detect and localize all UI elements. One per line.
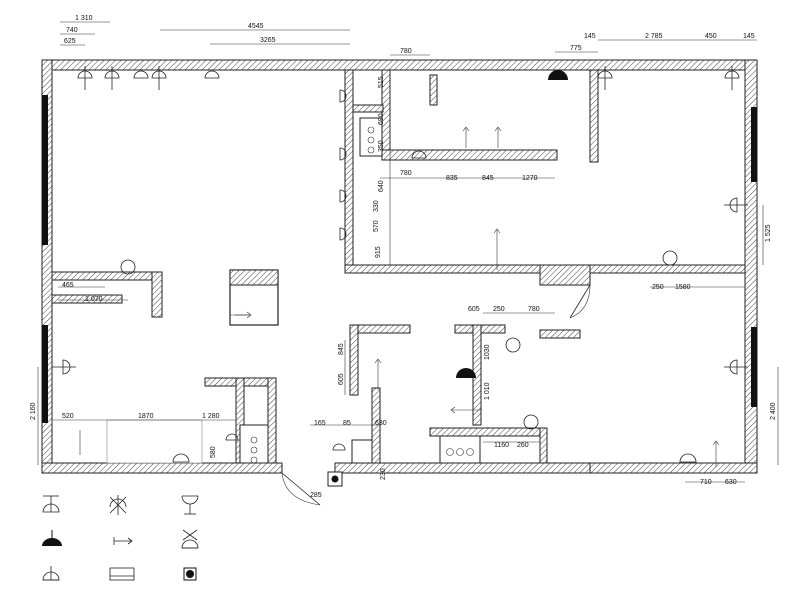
dim-label: 630 [725, 479, 737, 486]
legend [42, 495, 199, 581]
dim-label: 845 [482, 175, 494, 182]
dim-label: 1 010 [484, 382, 491, 400]
dim-label: 85 [343, 420, 351, 427]
socket-filled-icon [183, 567, 197, 581]
dim-label: 845 [338, 343, 345, 355]
dim-label: 330 [373, 200, 380, 212]
fixtures [106, 117, 481, 487]
dim-label: 1030 [484, 344, 491, 360]
dim-label: 520 [62, 413, 74, 420]
dim-label: 2 785 [645, 33, 663, 40]
dim-label: 230 [380, 468, 387, 480]
dim-label: 285 [310, 492, 322, 499]
direction-arrow-icon [113, 537, 133, 545]
dim-label: 2 400 [770, 402, 777, 420]
ceiling-lamp-filled-icon [42, 530, 62, 546]
dim-label: 1580 [675, 284, 691, 291]
dim-label: 1 070 [85, 296, 103, 303]
dim-label: 625 [64, 38, 76, 45]
dim-label: 580 [210, 446, 217, 458]
dim-label: 570 [373, 220, 380, 232]
dim-label: 780 [400, 48, 412, 55]
dim-label: 1 280 [202, 413, 220, 420]
dim-label: 1 525 [765, 224, 772, 242]
dim-label: 690 [378, 113, 385, 125]
chandelier-icon [109, 495, 127, 515]
dim-label: 3265 [260, 37, 276, 44]
dim-label: 780 [528, 306, 540, 313]
dim-label: 4545 [248, 23, 264, 30]
windows [42, 95, 757, 423]
dim-label: 145 [743, 33, 755, 40]
dim-label: 605 [338, 373, 345, 385]
dim-label: 630 [375, 420, 387, 427]
dim-label: 780 [400, 170, 412, 177]
dim-label: 1 310 [75, 15, 93, 22]
wall-lamp-double-icon [181, 529, 199, 549]
dim-label: 605 [468, 306, 480, 313]
dimension-lines [37, 21, 779, 483]
arrows [79, 126, 720, 467]
dim-label: 260 [517, 442, 529, 449]
dimension-labels: 1 310 740 625 4545 3265 780 775 145 2 78… [30, 15, 777, 499]
dim-label: 915 [375, 246, 382, 258]
doors [281, 284, 591, 506]
dim-label: 1270 [522, 175, 538, 182]
dim-label: 835 [446, 175, 458, 182]
wall-lamp-icon [42, 495, 60, 513]
interior-walls [51, 69, 746, 464]
dim-label: 465 [62, 282, 74, 289]
dim-label: 775 [570, 45, 582, 52]
dim-label: 640 [378, 180, 385, 192]
dim-label: 1870 [138, 413, 154, 420]
dim-label: 515 [378, 76, 385, 88]
panel-fixture-icon [109, 567, 135, 581]
wall-lamp-alt-icon [42, 566, 60, 581]
dim-label: 2 160 [30, 402, 37, 420]
dim-label: 350 [378, 140, 385, 152]
dim-label: 710 [700, 479, 712, 486]
dim-label: 250 [652, 284, 664, 291]
dim-label: 145 [584, 33, 596, 40]
dim-label: 250 [493, 306, 505, 313]
dim-label: 165 [314, 420, 326, 427]
dim-label: 450 [705, 33, 717, 40]
pendant-lamp-icon [181, 495, 199, 515]
lamps [52, 66, 748, 463]
dim-label: 740 [66, 27, 78, 34]
dim-label: 1160 [494, 442, 509, 449]
